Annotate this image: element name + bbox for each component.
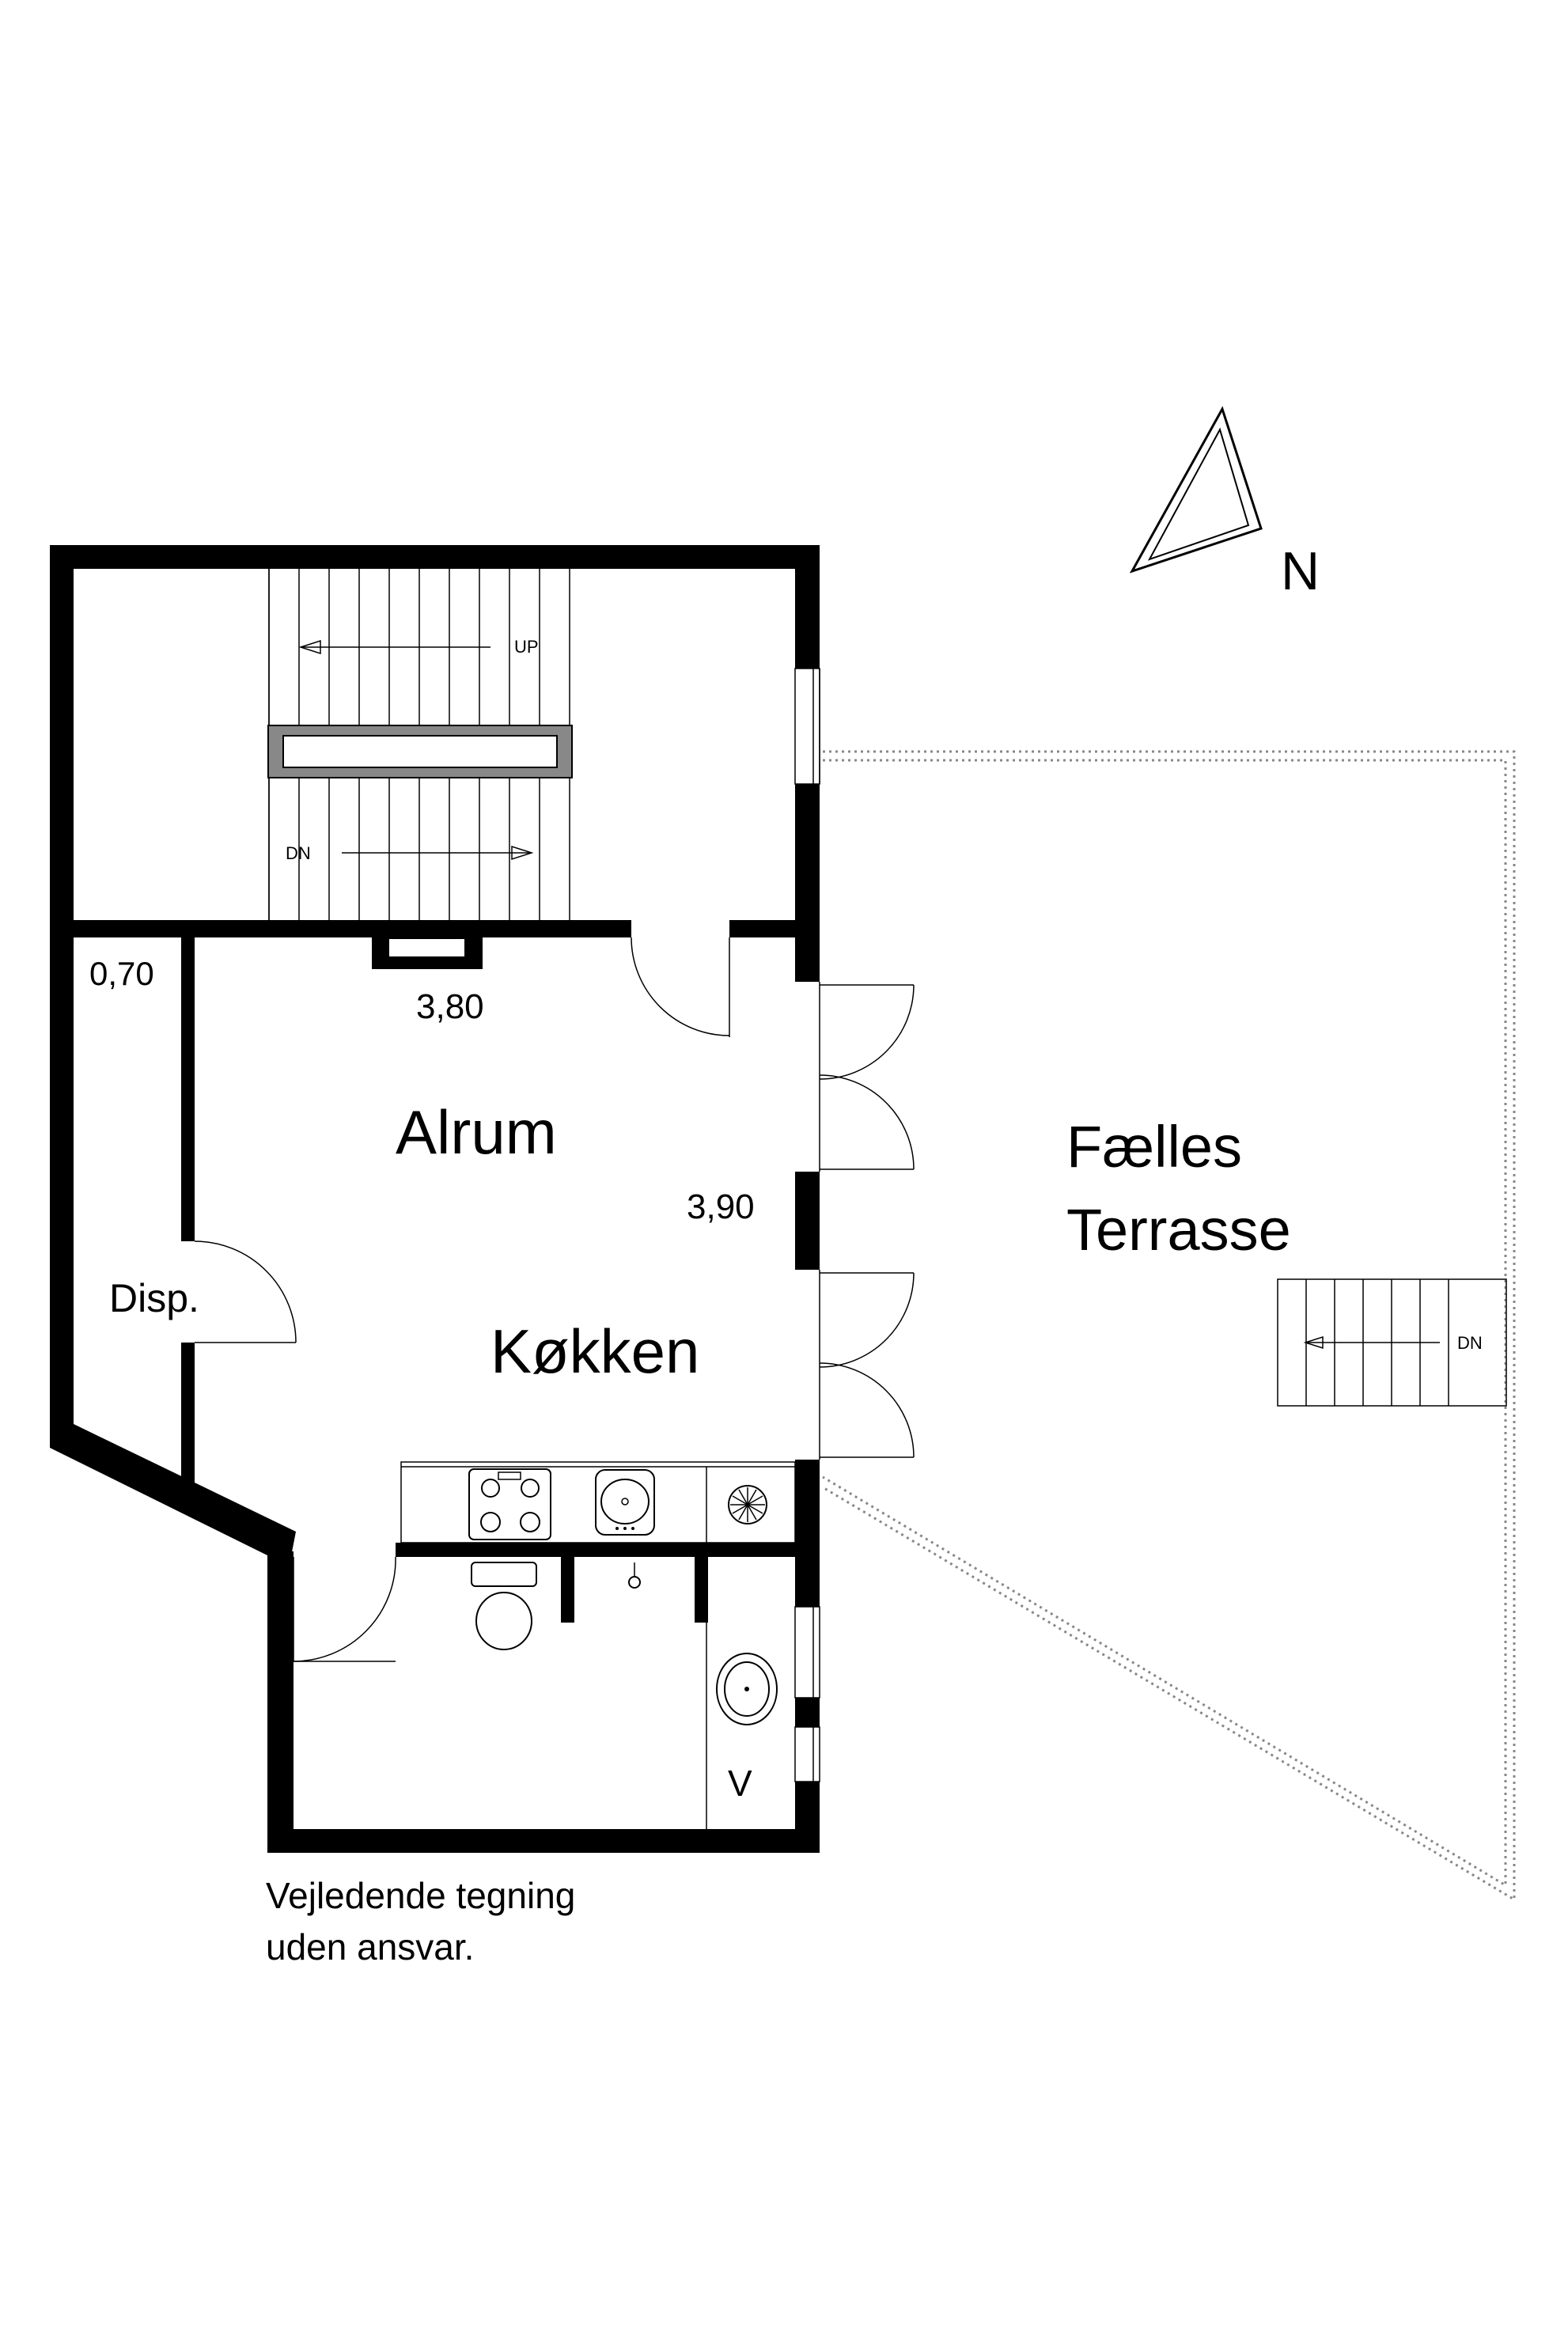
fan-blade: [738, 1489, 748, 1506]
north-arrow-icon: [1129, 406, 1263, 574]
room-label-terrace-line1: Fælles: [1066, 1114, 1242, 1180]
dimension-width-side: 3,90: [687, 1187, 755, 1226]
dimension-disp-width: 0,70: [89, 955, 154, 992]
room-label-bath: V: [728, 1763, 752, 1804]
kitchen-sink-icon: [595, 1469, 655, 1536]
washbasin-icon: [706, 1557, 778, 1829]
stair-down-label: DN: [286, 843, 311, 863]
disclaimer-line1: Vejledende tegning: [266, 1875, 575, 1916]
room-label-terrace-line2: Terrasse: [1066, 1197, 1291, 1263]
window-bath-upper: [794, 1606, 820, 1699]
terrace-door-upper: [819, 982, 915, 1172]
shower-icon: [628, 1562, 641, 1589]
stair-up-label: UP: [514, 637, 539, 657]
bathroom-door: [293, 1556, 396, 1662]
dimension-width-top: 3,80: [416, 987, 484, 1026]
terrace-stair-down-label: DN: [1457, 1333, 1483, 1353]
kitchen-counter: [400, 1461, 796, 1543]
terrace-staircase: [1277, 1278, 1507, 1407]
staircase: [267, 569, 573, 920]
window-stair-hall: [794, 668, 820, 785]
north-label: N: [1281, 541, 1320, 601]
disp-door: [194, 1240, 297, 1343]
window-bath-lower: [794, 1726, 820, 1782]
terrace-outline: [822, 750, 1516, 1902]
fan-blade: [747, 1489, 757, 1506]
room-label-disp: Disp.: [109, 1276, 199, 1320]
fan-blade: [738, 1504, 748, 1521]
room-label-alrum: Alrum: [396, 1097, 557, 1167]
walls: [50, 545, 820, 1853]
fan-icon: [728, 1485, 767, 1524]
terrace-door-lower: [819, 1270, 915, 1460]
fan-blade: [747, 1495, 763, 1506]
chimney: [372, 937, 483, 969]
fan-blade: [747, 1504, 763, 1514]
stair-hall-door: [631, 937, 730, 1037]
room-label-kokken: Køkken: [490, 1316, 699, 1386]
cooktop-icon: [468, 1468, 551, 1540]
disclaimer-line2: uden ansvar.: [266, 1926, 474, 1968]
fan-blade: [747, 1504, 757, 1521]
toilet-icon: [471, 1562, 537, 1650]
fan-blade: [732, 1495, 748, 1506]
fan-blade: [732, 1504, 748, 1514]
